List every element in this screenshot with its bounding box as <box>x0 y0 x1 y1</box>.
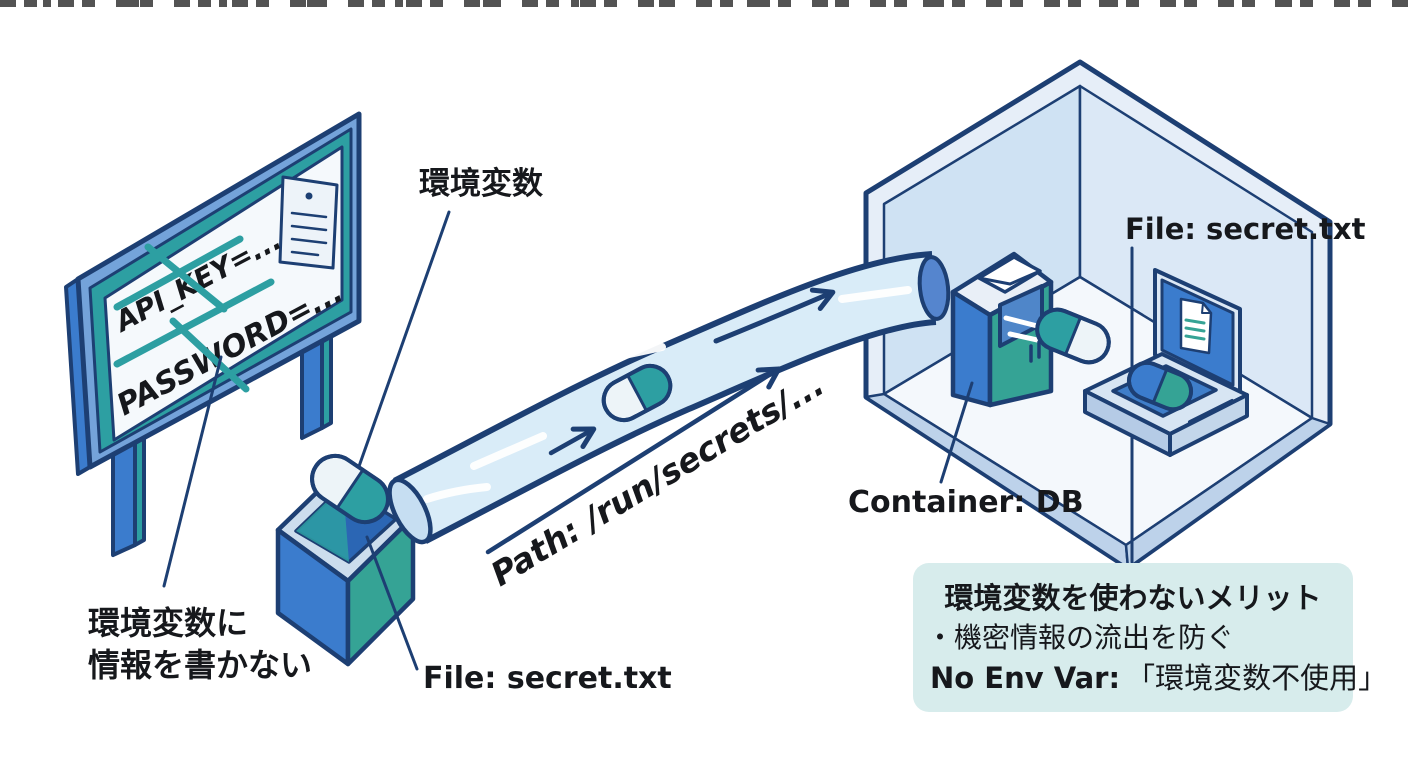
tube-end-cap <box>917 255 951 321</box>
benefits-bullet: ・機密情報の流出を防ぐ <box>926 621 1234 654</box>
caption-dont-write: 環境変数に 情報を書かない <box>88 604 312 684</box>
leader-file-secret-left <box>365 535 419 671</box>
benefits-callout: 環境変数を使わないメリット ・機密情報の流出を防ぐ No Env Var:「環境… <box>913 563 1387 712</box>
leader-container-db <box>939 381 974 484</box>
room-floor-rim-right <box>1124 416 1332 570</box>
secret-box <box>275 453 416 667</box>
caption-dont-write-line1: 環境変数に <box>88 604 248 642</box>
tube-body <box>395 257 937 539</box>
flow-arrow-icon <box>713 287 836 344</box>
caption-dont-write-line2: 情報を書かない <box>88 646 312 684</box>
capsule-icon <box>310 453 390 525</box>
secrets-tube <box>387 251 951 545</box>
laptop: File: secret.txt <box>1083 212 1366 564</box>
flow-arrow-icon <box>485 366 782 555</box>
label-env-var-text: 環境変数 <box>419 166 543 202</box>
billboard: API_KEY=... PASSWORD=... <box>64 111 362 588</box>
secret-box-face-right <box>345 514 416 667</box>
laptop-slot <box>1188 399 1234 424</box>
label-file-secret-left: File: secret.txt <box>365 535 672 696</box>
laptop-base-front-left <box>1083 389 1172 457</box>
label-file-secret-room: File: secret.txt <box>1125 212 1366 246</box>
pinned-note-icon <box>278 175 339 270</box>
benefits-title: 環境変数を使わないメリット <box>944 581 1321 615</box>
label-file-secret-left-text: File: secret.txt <box>423 661 672 696</box>
capsule-icon <box>1127 360 1193 412</box>
benefits-callout-bg <box>913 563 1353 712</box>
capsule-icon <box>601 363 673 423</box>
label-container-db: Container: DB <box>848 485 1084 520</box>
document-icon <box>1179 297 1213 355</box>
benefits-no-env-var: No Env Var:「環境変数不使用」 <box>930 661 1387 695</box>
db-container-machine: Container: DB <box>848 251 1111 520</box>
machine-vents <box>1029 340 1041 363</box>
benefits-no-env-var-quote: 「環境変数不使用」 <box>1126 661 1387 695</box>
benefits-no-env-var-label: No Env Var: <box>930 661 1120 695</box>
billboard-leg-right-side <box>320 330 333 430</box>
label-env-var: 環境変数 <box>355 166 543 474</box>
cropped-text-strip <box>0 0 1408 7</box>
flow-arrow-icon <box>548 426 597 456</box>
leader-env-var <box>355 210 451 474</box>
strikethrough-lines <box>113 235 275 393</box>
tube-highlights <box>423 286 912 503</box>
capsule-icon <box>1035 307 1111 365</box>
envelope-icon <box>977 255 1042 294</box>
tube-mouth <box>387 477 433 545</box>
leader-billboard <box>162 355 223 588</box>
